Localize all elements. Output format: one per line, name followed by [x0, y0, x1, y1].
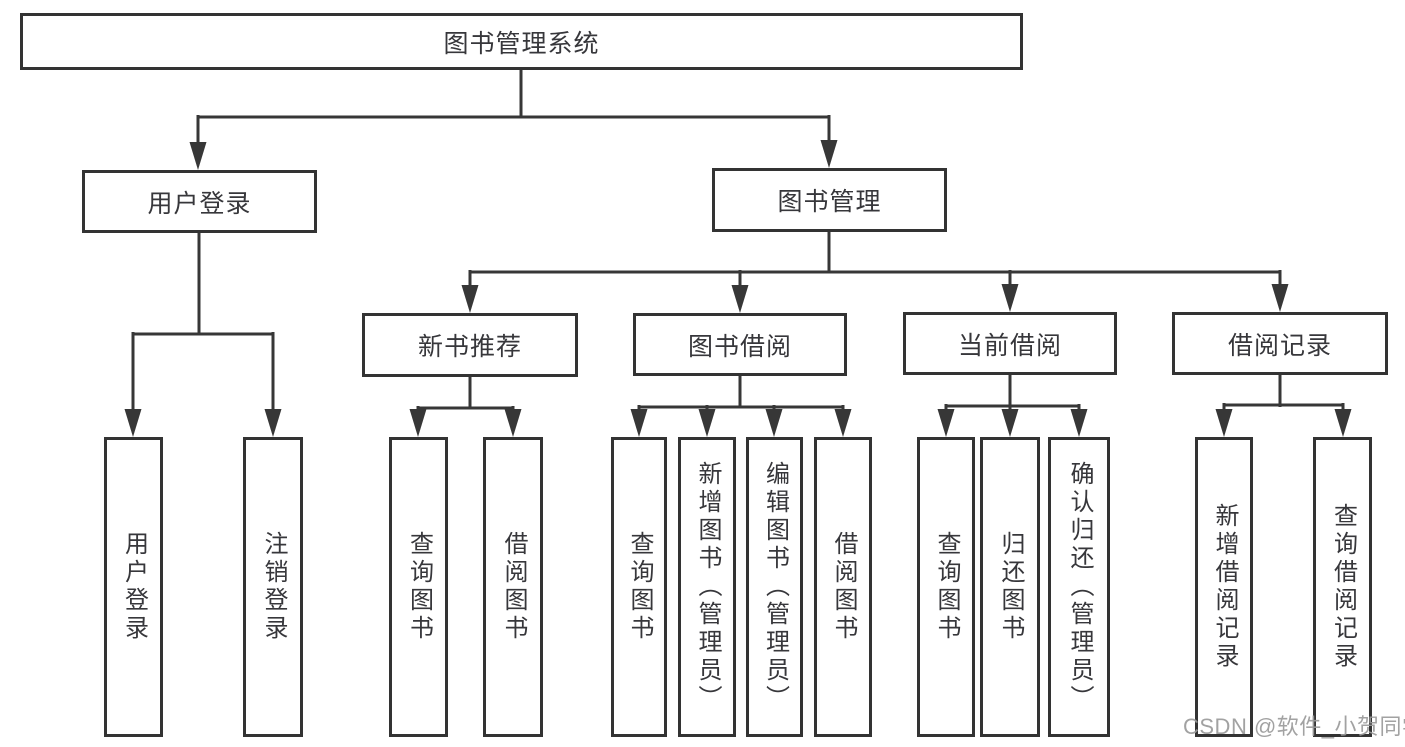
- leaf-add-books-admin-label: 新增图书（管理员）: [694, 461, 721, 713]
- node-borrowing-records: 借阅记录: [1172, 312, 1388, 375]
- leaf-query-books-current: 查询图书: [917, 437, 975, 737]
- node-new-book-recommend-label: 新书推荐: [417, 333, 522, 361]
- leaf-user-login: 用户登录: [104, 437, 163, 737]
- leaf-user-login-label: 用户登录: [120, 531, 148, 643]
- node-book-borrowing-label: 图书借阅: [687, 332, 792, 361]
- node-new-book-recommend: 新书推荐: [362, 313, 578, 377]
- leaf-query-books-recommend-label: 查询图书: [405, 531, 433, 643]
- leaf-add-borrow-record: 新增借阅记录: [1195, 437, 1253, 737]
- node-borrowing-records-label: 借阅记录: [1227, 331, 1332, 360]
- leaf-confirm-return-admin: 确认归还（管理员）: [1048, 437, 1110, 737]
- node-current-borrowing: 当前借阅: [903, 312, 1117, 375]
- leaf-edit-books-admin: 编辑图书（管理员）: [746, 437, 803, 737]
- leaf-return-books: 归还图书: [980, 437, 1040, 737]
- leaf-query-borrow-record: 查询借阅记录: [1313, 437, 1372, 737]
- leaf-query-borrow-record-label: 查询借阅记录: [1329, 503, 1357, 671]
- node-book-borrowing: 图书借阅: [633, 313, 847, 376]
- leaf-edit-books-admin-label: 编辑图书（管理员）: [761, 461, 789, 713]
- leaf-confirm-return-admin-label: 确认归还（管理员）: [1066, 461, 1093, 713]
- leaf-query-books-borrowing-label: 查询图书: [626, 531, 653, 643]
- leaf-borrow-books-recommend-label: 借阅图书: [500, 531, 527, 643]
- leaf-return-books-label: 归还图书: [997, 531, 1024, 643]
- leaf-borrow-books-borrowing: 借阅图书: [814, 437, 872, 737]
- node-book-management-label: 图书管理: [777, 188, 882, 216]
- node-user-login: 用户登录: [82, 170, 317, 233]
- node-user-login-label: 用户登录: [147, 189, 252, 218]
- node-library-system: 图书管理系统: [20, 13, 1023, 70]
- csdn-watermark: CSDN @软件_小贺同学: [1183, 714, 1405, 739]
- leaf-query-books-current-label: 查询图书: [933, 531, 960, 643]
- arrowheads: [124, 140, 1352, 437]
- leaf-borrow-books-borrowing-label: 借阅图书: [830, 531, 857, 643]
- leaf-logout: 注销登录: [243, 437, 303, 737]
- leaf-add-books-admin: 新增图书（管理员）: [678, 437, 736, 737]
- leaf-add-borrow-record-label: 新增借阅记录: [1211, 503, 1238, 671]
- node-library-system-label: 图书管理系统: [443, 29, 600, 58]
- leaf-query-books-borrowing: 查询图书: [611, 437, 667, 737]
- leaf-query-books-recommend: 查询图书: [389, 437, 448, 737]
- leaf-logout-label: 注销登录: [260, 531, 287, 643]
- leaf-borrow-books-recommend: 借阅图书: [483, 437, 543, 737]
- node-current-borrowing-label: 当前借阅: [957, 331, 1062, 360]
- node-book-management: 图书管理: [712, 168, 947, 232]
